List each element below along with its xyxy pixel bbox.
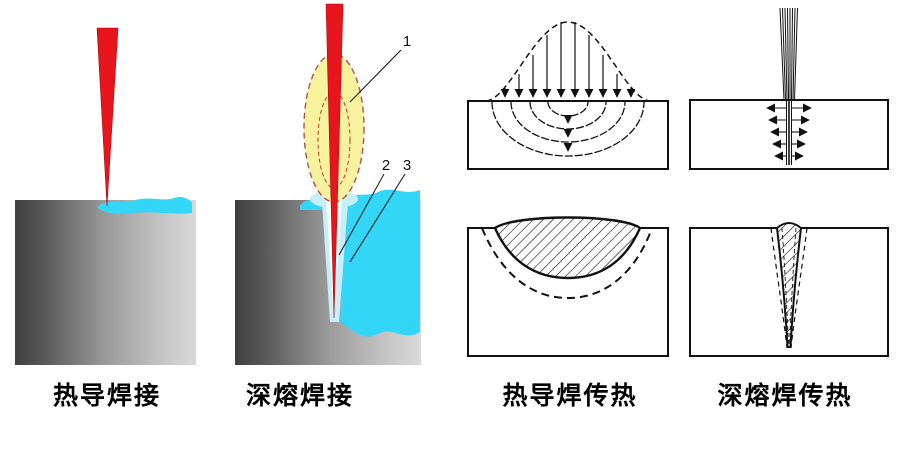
callout-line-2 bbox=[338, 173, 385, 256]
plume-inner-contour bbox=[317, 91, 351, 189]
haz-boundary-dashed bbox=[481, 227, 653, 300]
caption-conduction-heat-transfer: 热导焊传热 bbox=[502, 382, 637, 410]
seam-inner-line-right bbox=[789, 227, 797, 345]
haz-dashed-left bbox=[770, 227, 788, 349]
surface-melt-pool bbox=[97, 196, 192, 214]
panel-conduction-weld-section: 热导焊传热 bbox=[467, 216, 669, 410]
beam-lines bbox=[779, 7, 798, 101]
panel-keyhole-heat-input bbox=[689, 7, 889, 170]
lateral-heat-arrows bbox=[766, 103, 812, 161]
laser-beam bbox=[96, 27, 119, 207]
weld-pool-section bbox=[493, 216, 642, 280]
laser-beam bbox=[325, 3, 344, 319]
haz-dashed-right bbox=[790, 227, 808, 349]
callout-label-3: 3 bbox=[403, 157, 411, 174]
keyhole-channel-lines bbox=[786, 100, 792, 165]
keyhole-weld-seam bbox=[775, 222, 803, 348]
callout-label-1: 1 bbox=[403, 33, 411, 50]
caption-keyhole-welding: 深熔焊接 bbox=[246, 381, 354, 410]
panel-keyhole-weld-section: 深熔焊传热 bbox=[689, 222, 889, 410]
metal-block bbox=[15, 200, 196, 365]
heat-flux-arrows bbox=[500, 22, 636, 98]
caption-conduction-welding: 热导焊接 bbox=[53, 382, 161, 410]
panel-conduction-welding: 热导焊接 bbox=[15, 27, 196, 410]
panel-conduction-heat-input bbox=[467, 21, 669, 170]
molten-zone bbox=[340, 189, 420, 337]
gaussian-envelope bbox=[485, 21, 651, 102]
callout-line-1 bbox=[349, 49, 402, 103]
caption-keyhole-heat-transfer: 深熔焊传热 bbox=[717, 381, 852, 410]
callout-line-3 bbox=[349, 173, 406, 263]
panel-keyhole-welding: 1 2 3 深熔焊接 bbox=[235, 3, 421, 410]
callout-label-2: 2 bbox=[382, 157, 390, 174]
seam-inner-line-left bbox=[781, 227, 789, 345]
